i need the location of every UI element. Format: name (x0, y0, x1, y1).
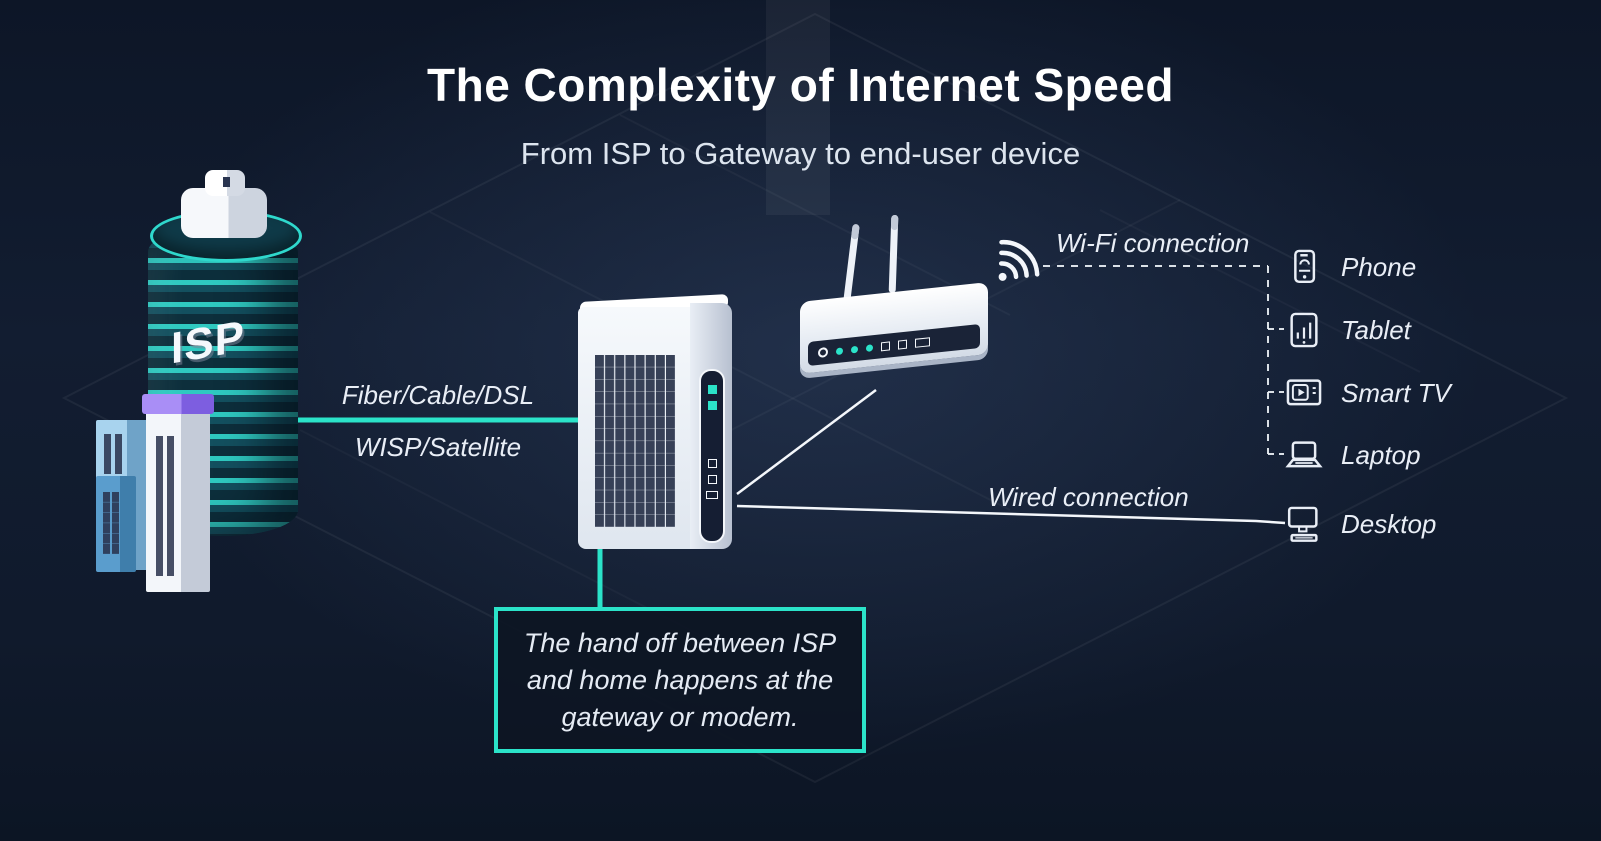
gateway-to-router-line (736, 388, 877, 496)
tablet-icon (1283, 309, 1325, 351)
device-row-desktop: Desktop (1283, 503, 1436, 545)
modem-status-light (707, 401, 717, 410)
device-label: Laptop (1341, 439, 1421, 470)
city-building-white (142, 394, 214, 592)
isp-link-label-line1: Fiber/Cable/DSL (341, 380, 535, 410)
power-icon (818, 346, 828, 358)
isp-link-label-line2: WISP/Satellite (354, 432, 522, 462)
device-label: Desktop (1341, 508, 1437, 539)
wifi-signal-icon (998, 239, 1040, 281)
building-windows (156, 436, 174, 576)
building-purple-band (142, 394, 214, 414)
device-label: Tablet (1341, 314, 1411, 345)
desktop-icon (1283, 503, 1325, 545)
device-label: Smart TV (1341, 377, 1451, 408)
modem-wan-port (706, 491, 718, 499)
router-body (800, 282, 988, 374)
modem-status-light (707, 385, 717, 394)
callout-box: The hand off between ISP and home happen… (494, 607, 866, 753)
device-row-tablet: Tablet (1283, 309, 1411, 351)
modem-vents (595, 355, 675, 527)
page-title: The Complexity of Internet Speed (427, 59, 1174, 111)
router-port (881, 340, 890, 351)
wired-connection-label: Wired connection (988, 482, 1189, 512)
cabin-window (223, 177, 230, 187)
phone-icon (1283, 246, 1325, 288)
modem-port (707, 475, 717, 484)
wifi-connection-label: Wi-Fi connection (1056, 228, 1250, 258)
isp-roof-cabin-top (205, 170, 245, 196)
smart-tv-icon (1283, 372, 1325, 414)
callout-text: The hand off between ISP and home happen… (523, 627, 837, 732)
router-status-light (836, 346, 843, 355)
laptop-icon (1283, 434, 1325, 476)
router-status-light (851, 345, 858, 354)
modem-port-panel (699, 369, 725, 543)
router-port (898, 339, 907, 350)
router-status-light (866, 343, 873, 352)
device-row-smart-tv: Smart TV (1283, 372, 1451, 414)
device-row-laptop: Laptop (1283, 434, 1421, 476)
gateway-modem (578, 294, 732, 549)
device-row-phone: Phone (1283, 246, 1416, 288)
building-windows (104, 434, 122, 474)
device-label: Phone (1341, 251, 1417, 282)
city-building-blue-small (96, 476, 136, 572)
page-subtitle: From ISP to Gateway to end-user device (520, 136, 1081, 171)
modem-port (707, 459, 717, 468)
building-windows (103, 492, 119, 554)
router-antenna (843, 223, 860, 303)
router-wan-port (915, 336, 930, 348)
router-front-panel (808, 323, 980, 367)
isp-roof-cabin (181, 188, 267, 238)
router-antenna (888, 214, 899, 294)
